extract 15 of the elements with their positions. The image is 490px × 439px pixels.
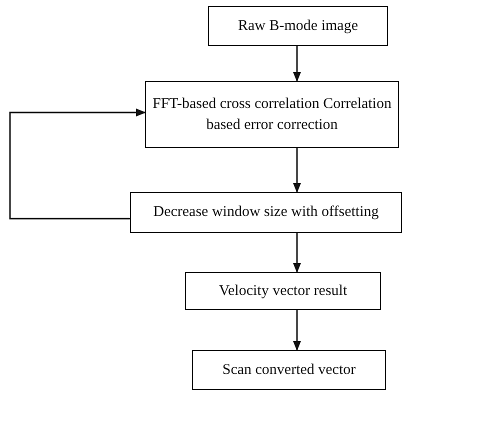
process-box — [145, 81, 399, 148]
box-label: FFT-based cross correlation Correlation based error correction — [152, 95, 392, 134]
arrow — [293, 310, 301, 351]
box-label: Scan converted vector — [222, 360, 356, 380]
process-box — [130, 192, 402, 233]
box-label: Velocity vector result — [218, 282, 348, 301]
process-box — [192, 350, 386, 390]
arrow — [293, 233, 301, 273]
process-box — [208, 6, 388, 46]
box-label: Decrease window size with offsetting — [153, 203, 379, 222]
arrow — [9, 108, 146, 220]
box-label: Raw B-mode image — [238, 16, 358, 36]
arrow — [293, 46, 301, 82]
arrow — [293, 148, 301, 193]
process-box — [185, 272, 381, 310]
